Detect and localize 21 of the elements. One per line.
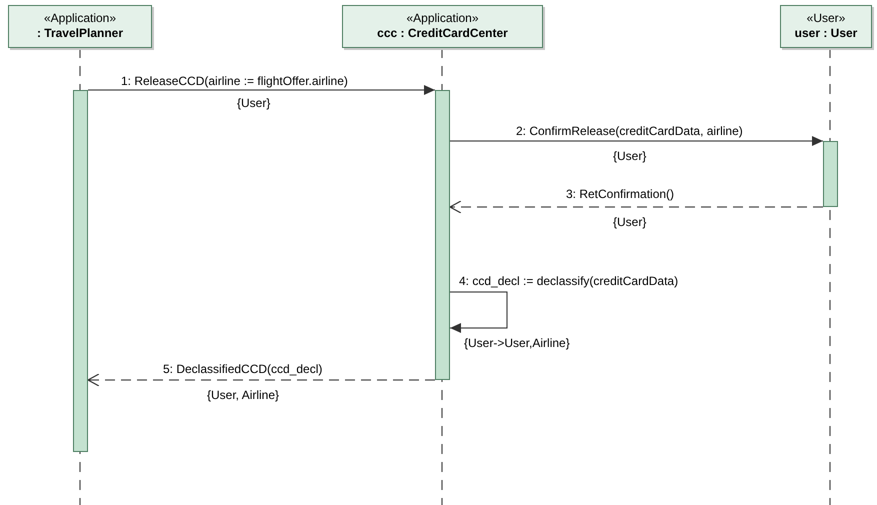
message-arrow (450, 136, 824, 146)
lifeline-head: «User» user : User (780, 5, 872, 48)
message-arrow (450, 292, 508, 333)
message-label: 1: ReleaseCCD(airline := flightOffer.airline) (120, 74, 349, 88)
message-label: 5: DeclassifiedCCD(ccd_decl) (162, 362, 324, 376)
security-label: {User} (236, 96, 272, 110)
security-label: {User} (612, 149, 648, 163)
message-label: 4: ccd_decl := declassify(creditCardData) (458, 274, 680, 288)
activation-bar (435, 90, 450, 380)
lifeline-head: «Application» ccc : CreditCardCenter (342, 5, 543, 48)
message-arrow (87, 373, 436, 387)
lifeline-head: «Application» : TravelPlanner (8, 5, 152, 48)
security-label: {User} (612, 215, 648, 229)
message-arrow (88, 85, 436, 95)
activation-bar (823, 141, 838, 207)
security-label: {User->User,Airline} (463, 336, 571, 350)
message-label: 3: RetConfirmation() (565, 187, 676, 201)
message-label: 2: ConfirmRelease(creditCardData, airline) (515, 124, 744, 138)
security-label: {User, Airline} (206, 388, 280, 402)
activation-bar (73, 90, 88, 452)
message-arrow (449, 200, 824, 214)
